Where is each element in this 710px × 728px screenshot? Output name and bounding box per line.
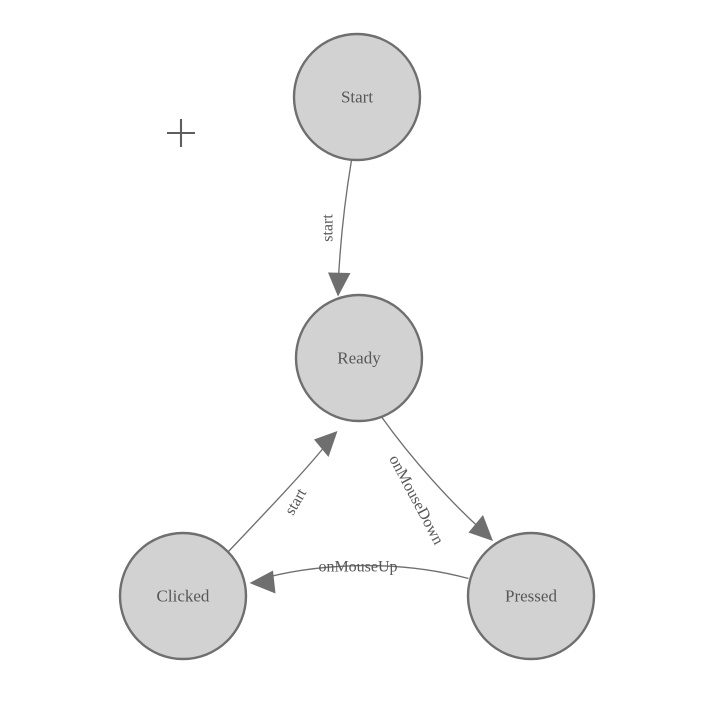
node-shape[interactable] <box>466 531 596 661</box>
node-layer: Start Ready Clicked Pressed <box>118 32 596 661</box>
edge-path[interactable] <box>337 160 353 279</box>
arrowhead-icon <box>249 570 276 594</box>
edge-path[interactable] <box>381 417 480 529</box>
node-label-clicked: Clicked <box>157 587 210 606</box>
node-label-pressed: Pressed <box>505 587 557 606</box>
node-clicked[interactable]: Clicked <box>118 531 248 661</box>
node-shape[interactable] <box>294 293 424 423</box>
node-shape[interactable] <box>118 531 248 661</box>
edge-path[interactable] <box>267 564 469 580</box>
arrowhead-icon <box>468 515 493 541</box>
node-ready[interactable]: Ready <box>294 293 424 423</box>
arrowhead-icon <box>314 431 338 457</box>
edge-path[interactable] <box>227 445 326 553</box>
edge-clicked-to-ready[interactable]: start <box>227 431 338 553</box>
node-label-start: Start <box>341 88 373 107</box>
node-pressed[interactable]: Pressed <box>466 531 596 661</box>
edge-label-onmouseup: onMouseUp <box>318 559 397 576</box>
edge-ready-to-pressed[interactable]: onMouseDown <box>381 417 493 548</box>
edge-label-start: start <box>320 214 337 242</box>
node-shape[interactable] <box>292 32 422 162</box>
crosshair-icon <box>167 119 195 147</box>
node-label-ready: Ready <box>337 349 381 368</box>
edge-label-onmousedown: onMouseDown <box>385 452 446 547</box>
arrowhead-icon <box>328 272 351 297</box>
edge-start-to-ready[interactable]: start <box>320 160 353 297</box>
edge-pressed-to-clicked[interactable]: onMouseUp <box>249 559 469 594</box>
node-start[interactable]: Start <box>292 32 422 162</box>
